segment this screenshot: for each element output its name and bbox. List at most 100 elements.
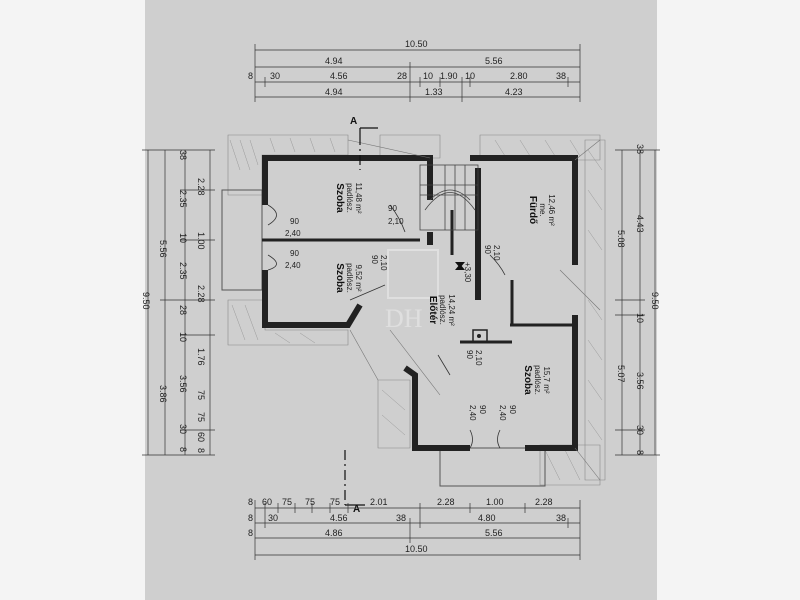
dimension-text-top: 10.50 4.94 5.56 8 30 4.56 28 10 1.90 10 …: [248, 39, 566, 97]
svg-text:Fürdő: Fürdő: [527, 196, 538, 224]
door-label: 90: [370, 255, 379, 264]
dim-value: 38: [556, 513, 566, 523]
door-label: 2,10: [379, 255, 388, 271]
dim-value: 5.07: [616, 365, 626, 383]
watermark-text: DH: [385, 304, 423, 333]
door-label: 2,40: [498, 405, 507, 421]
dim-value: 2.35: [178, 190, 188, 208]
dim-value: 60: [196, 432, 206, 442]
svg-text:15,7 m²: 15,7 m²: [542, 366, 551, 393]
dim-value: 10: [178, 332, 188, 342]
dim-value: 4.94: [325, 87, 343, 97]
dim-value: 38: [556, 71, 566, 81]
svg-text:padlósz.: padlósz.: [345, 183, 354, 213]
dimension-text-bottom: 8 60 75 75 75 2.01 2.28 1.00 2.28 8 30 4…: [248, 497, 566, 554]
dim-value: 1.90: [440, 71, 458, 81]
room-label-furdo: Fürdő me. 12,46 m²: [527, 194, 556, 226]
door-label: 90: [388, 204, 397, 213]
dim-value: 1.76: [196, 348, 206, 366]
svg-text:9,52 m²: 9,52 m²: [354, 264, 363, 291]
dim-value: 30: [635, 425, 645, 435]
door-label: 2,10: [474, 350, 483, 366]
dim-value: 8: [196, 448, 206, 453]
dim-value: 10.50: [405, 544, 428, 554]
staircase: [419, 164, 479, 231]
balcony-bottom: [439, 447, 546, 487]
svg-text:padlósz.: padlósz.: [438, 295, 447, 325]
dim-value: 75: [282, 497, 292, 507]
dim-value: 75: [305, 497, 315, 507]
dimension-lines-bottom: [254, 500, 581, 560]
door-label: 90: [478, 405, 487, 414]
svg-text:Szoba: Szoba: [522, 365, 533, 395]
dim-value: 9.50: [650, 292, 660, 310]
dim-value: 1.33: [425, 87, 443, 97]
door-label: 90: [465, 350, 474, 359]
door-label: 2,40: [468, 405, 477, 421]
level-mark: +3,30: [463, 262, 472, 283]
dim-value: 8: [248, 497, 253, 507]
dim-value: 9.50: [141, 292, 151, 310]
dim-value: 30: [178, 424, 188, 434]
dim-value: 2.35: [178, 262, 188, 280]
dim-value: 10: [423, 71, 433, 81]
door-label: 90: [290, 217, 299, 226]
watermark-logo: DH: [385, 249, 439, 333]
svg-text:me.: me.: [538, 203, 547, 216]
dim-value: 8: [178, 447, 188, 452]
dim-value: 4.86: [325, 528, 343, 538]
dim-value: 4.23: [505, 87, 523, 97]
door-label: 2,10: [492, 245, 501, 261]
dim-value: 2.01: [370, 497, 388, 507]
dim-value: 3.56: [635, 372, 645, 390]
door-label: 90: [483, 245, 492, 254]
dim-value: 10: [178, 233, 188, 243]
dim-value: 3.86: [158, 385, 168, 403]
svg-text:11,48 m²: 11,48 m²: [354, 183, 363, 214]
svg-text:padlósz.: padlósz.: [533, 365, 542, 395]
dim-value: 75: [196, 390, 206, 400]
dimension-lines-top: [254, 44, 581, 102]
dim-value: 38: [635, 144, 645, 154]
dim-value: 5.56: [485, 528, 503, 538]
chimney: [472, 329, 488, 343]
dim-value: 38: [178, 150, 188, 160]
partition-walls: [262, 210, 575, 344]
room-label-szoba-right: Szoba padlósz. 15,7 m²: [522, 365, 551, 395]
dim-value: 75: [330, 497, 340, 507]
svg-text:14,24 m²: 14,24 m²: [447, 294, 456, 326]
dim-value: 8: [248, 71, 253, 81]
room-label-eloter: Előtér padlósz. 14,24 m²: [427, 294, 456, 326]
dim-value: 28: [397, 71, 407, 81]
section-marker-top: A: [350, 116, 357, 127]
dim-value: 2.28: [535, 497, 553, 507]
svg-text:Szoba: Szoba: [334, 183, 345, 213]
dim-value: 4.80: [478, 513, 496, 523]
door-label: 90: [508, 405, 517, 414]
dim-value: 8: [635, 450, 645, 455]
door-label: 2,10: [388, 217, 404, 226]
dimension-text-right: 38 4.43 10 3.56 30 8 5.08 5.07 9.50: [616, 144, 660, 455]
dimension-lines-left: [142, 149, 215, 456]
room-label-szoba-mid: Szoba padlósz. 9,52 m²: [334, 263, 363, 293]
dim-value: 4.56: [330, 71, 348, 81]
dim-value: 75: [196, 412, 206, 422]
level-marker-icon: [455, 262, 465, 270]
dim-value: 4.56: [330, 513, 348, 523]
door-label: 90: [290, 249, 299, 258]
dim-value: 2.28: [196, 178, 206, 196]
room-label-szoba-top: Szoba padlósz. 11,48 m²: [334, 183, 363, 214]
dim-value: 2.80: [510, 71, 528, 81]
dim-value: 5.56: [485, 56, 503, 66]
roof-ridge-lines: [347, 139, 601, 481]
dim-value: 10: [635, 313, 645, 323]
dim-value: 8: [248, 513, 253, 523]
dim-value: 5.08: [616, 230, 626, 248]
dimension-lines-right: [615, 149, 660, 456]
svg-text:Előtér: Előtér: [427, 296, 438, 324]
dim-value: 1.00: [196, 232, 206, 250]
dim-value: 2.28: [196, 285, 206, 303]
dimension-text-left: 38 2.28 2.35 10 2.35 2.28 28 10 1.76 3.5…: [141, 150, 206, 453]
